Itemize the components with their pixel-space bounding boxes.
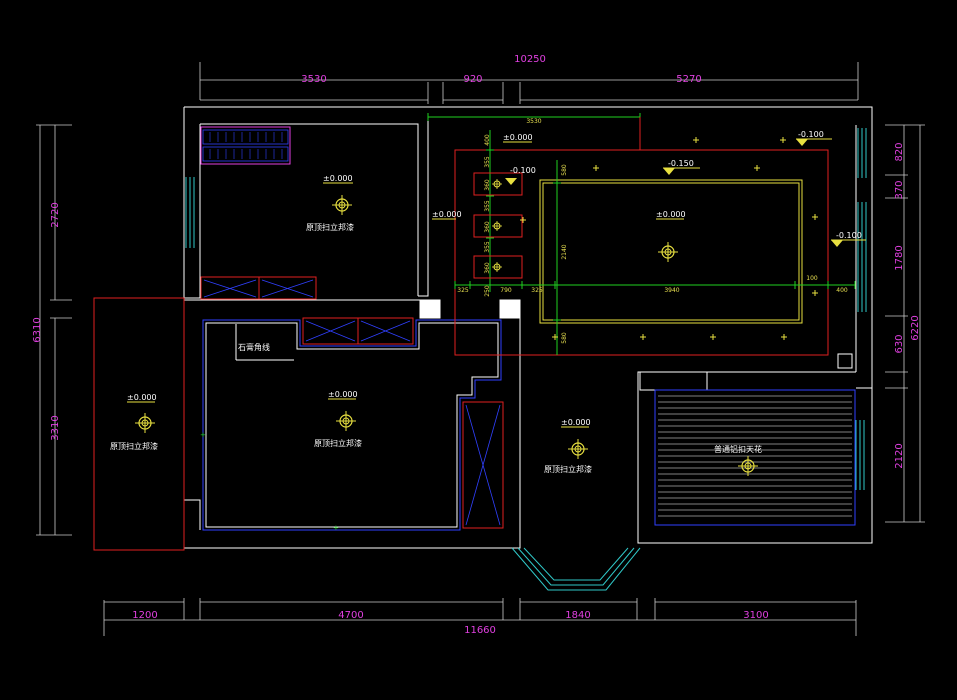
dim-right-overall: 6220 (910, 315, 921, 340)
light-left-room-icon (135, 413, 155, 433)
dim-left-seg-2: 3310 (50, 415, 61, 440)
label-bottom-room: 原顶扫立邦漆 (544, 464, 592, 474)
green-markers: + + (200, 431, 339, 532)
label-main-room: 原顶扫立邦漆 (314, 438, 362, 448)
dim-580-b: 580 (561, 332, 568, 344)
downlight-icon (754, 165, 760, 171)
light-main-room-icon (336, 411, 356, 431)
dim-790: 790 (500, 287, 512, 294)
downlight-icon (812, 290, 818, 296)
level-hall-left: ±0.000 (432, 210, 462, 219)
downlight-icon (710, 334, 716, 340)
top-dimension-chain: 10250 3530 920 5270 (199, 54, 859, 104)
dim-bottom-seg-3: 1840 (565, 610, 590, 621)
svg-text:+: + (333, 524, 339, 532)
dim-355-c: 355 (484, 241, 491, 253)
dim-right-seg-1: 820 (894, 142, 905, 161)
living-room-ceiling: 3530 (427, 113, 856, 356)
spotlight-icon (492, 262, 502, 272)
downlight-icon (593, 165, 599, 171)
dim-355-b: 355 (484, 200, 491, 212)
dim-top-seg-3: 5270 (676, 74, 701, 85)
dim-right-seg-2: 370 (894, 180, 905, 199)
windows (185, 128, 867, 591)
left-room (93, 297, 185, 551)
downlight-icon (781, 334, 787, 340)
main-room-outline (202, 319, 502, 531)
dim-bottom-seg-1: 1200 (132, 610, 157, 621)
spotlight-icon (492, 179, 502, 189)
dim-355-a: 355 (484, 156, 491, 168)
label-cornice: 石膏角线 (238, 342, 270, 352)
dim-250: 250 (484, 285, 491, 297)
dim-right-seg-3: 1780 (894, 245, 905, 270)
dim-left-seg-1: 2720 (50, 202, 61, 227)
level-main-room: ±0.000 (328, 390, 358, 399)
dim-400-r: 400 (836, 287, 848, 294)
light-fixtures (135, 137, 818, 476)
cabinets (200, 276, 504, 529)
dim-325-a: 325 (457, 287, 469, 294)
dim-360-a: 360 (484, 179, 491, 191)
dim-bottom-seg-2: 4700 (338, 610, 363, 621)
downlight-icon (780, 137, 786, 143)
dim-3940: 3940 (664, 287, 679, 294)
level-markers: ±0.000 ±0.000 ±0.000 -0.100 ±0.000 -0.15… (127, 130, 866, 428)
level-ceiling-c: ±0.000 (656, 210, 686, 219)
label-bath-ceiling: 普通铝扣天花 (714, 444, 762, 454)
downlight-icon (520, 217, 526, 223)
spotlight-icon (492, 221, 502, 231)
light-living-ceiling-icon (658, 242, 678, 262)
level-bedroom-top: ±0.000 (323, 174, 353, 183)
ceiling-small-dims: 400 355 360 355 360 355 360 325 250 790 … (457, 134, 848, 344)
level-ceiling-e: -0.100 (798, 130, 824, 139)
downlight-icon (552, 334, 558, 340)
light-bath-ceiling-icon (738, 456, 758, 476)
level-bottom-room: ±0.000 (561, 418, 591, 427)
dim-400: 400 (484, 134, 491, 146)
label-left-room: 原顶扫立邦漆 (110, 441, 158, 451)
dim-325-b: 325 (531, 287, 543, 294)
dim-top-seg-2: 920 (463, 74, 482, 85)
dim-right-seg-5: 2120 (894, 443, 905, 468)
wardrobe-label-box (200, 126, 291, 165)
downlight-icon (693, 137, 699, 143)
dim-360-c: 360 (484, 262, 491, 274)
dim-right-seg-4: 630 (894, 334, 905, 353)
bottom-dimension-chain: 1200 4700 1840 3100 11660 (103, 598, 857, 636)
downlight-icon (640, 334, 646, 340)
bathroom-ceiling (654, 389, 856, 526)
left-dimension-chain: 6310 2720 3310 (32, 124, 72, 536)
dim-bottom-seg-4: 3100 (743, 610, 768, 621)
right-dimension-chain: 6220 820 370 1780 630 2120 (885, 124, 925, 523)
level-ceiling-b: -0.100 (510, 166, 536, 175)
light-bedroom-top-icon (332, 195, 352, 215)
dim-bottom-overall: 11660 (464, 625, 496, 636)
room-labels: 原顶扫立邦漆 原顶扫立邦漆 原顶扫立邦漆 原顶扫立邦漆 石膏角线 普通铝扣天花 (110, 222, 762, 474)
label-bedroom-top: 原顶扫立邦漆 (306, 222, 354, 232)
level-ceiling-f: -0.100 (836, 231, 862, 240)
svg-text:+: + (200, 431, 206, 439)
level-left-room: ±0.000 (127, 393, 157, 402)
dim-top-seg-1: 3530 (301, 74, 326, 85)
dim-top-overall: 10250 (514, 54, 546, 65)
dim-360-b: 360 (484, 221, 491, 233)
level-ceiling-d: -0.150 (668, 159, 694, 168)
downlight-icon (812, 214, 818, 220)
dim-100: 100 (806, 275, 818, 282)
dim-2140: 2140 (561, 244, 568, 259)
dim-left-overall: 6310 (32, 317, 43, 342)
dim-ceiling-3530: 3530 (526, 118, 541, 125)
light-bottom-room-icon (568, 439, 588, 459)
level-ceiling-a: ±0.000 (503, 133, 533, 142)
dim-580-a: 580 (561, 164, 568, 176)
